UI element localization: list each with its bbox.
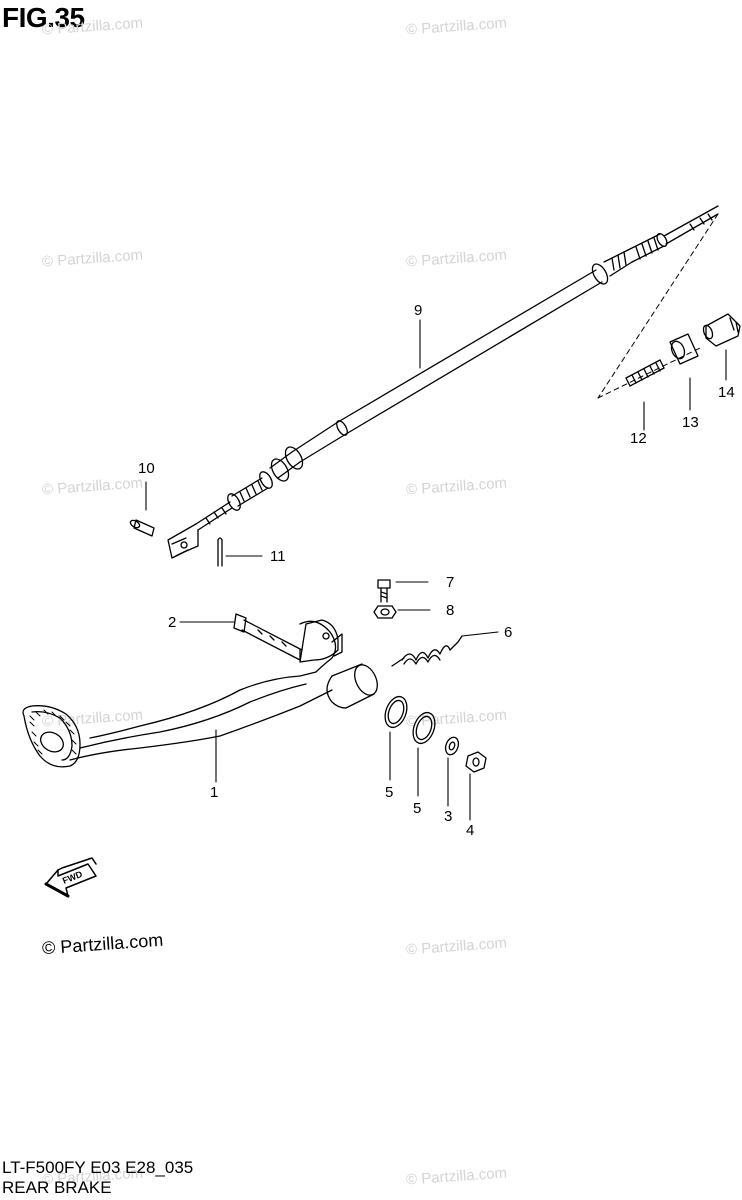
fwd-arrow-icon <box>44 857 97 898</box>
callout-1: 1 <box>210 784 219 801</box>
nut-part-4 <box>465 751 487 821</box>
diagram-caption: REAR BRAKE <box>2 1178 112 1197</box>
cotter-pin-part-11 <box>217 537 263 567</box>
callout-12: 12 <box>630 430 647 447</box>
callout-14: 14 <box>718 384 735 401</box>
spring-part-12 <box>625 359 665 431</box>
washer-part-3 <box>444 736 460 807</box>
brake-pedal-part-1 <box>22 619 378 783</box>
callout-11: 11 <box>270 548 286 565</box>
clevis-pin-part-10 <box>129 481 155 537</box>
figure-title: FIG.35 <box>2 2 85 33</box>
callout-4: 4 <box>466 822 475 839</box>
adjuster-nut-part-14 <box>702 313 741 381</box>
callout-9: 9 <box>414 302 423 319</box>
o-ring-part-5a <box>384 695 408 781</box>
pivot-bolt-part-2 <box>179 613 303 661</box>
model-code: LT-F500FY E03 E28_035 <box>2 1158 194 1177</box>
callout-5b: 5 <box>413 800 422 817</box>
callout-7: 7 <box>446 574 455 591</box>
callout-8: 8 <box>446 602 455 619</box>
nut-part-8 <box>373 605 431 619</box>
callout-13: 13 <box>682 414 699 431</box>
callout-10: 10 <box>138 460 155 477</box>
bolt-part-7 <box>377 579 429 603</box>
callout-6: 6 <box>504 624 513 641</box>
o-ring-part-5b <box>412 711 436 797</box>
callout-5a: 5 <box>385 784 394 801</box>
callout-3: 3 <box>444 808 453 825</box>
brake-cable-part-9 <box>167 205 719 559</box>
callout-2: 2 <box>168 614 177 631</box>
joint-part-13 <box>669 333 699 411</box>
return-spring-part-6 <box>391 631 499 667</box>
